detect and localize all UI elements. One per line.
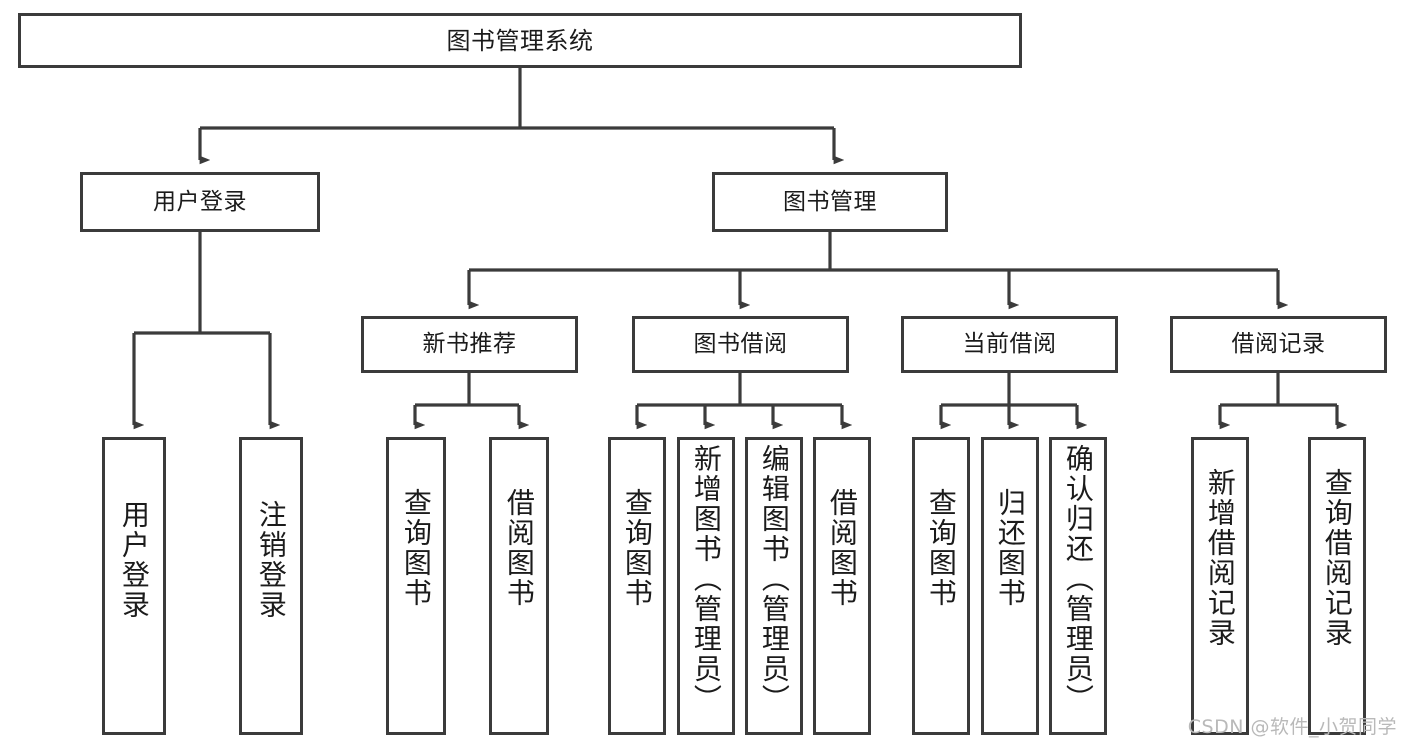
leaf-return-book[interactable]: 归还图书 [981,437,1039,735]
leaf-query-borrow-record[interactable]: 查询借阅记录 [1308,437,1366,735]
node-current-borrowing[interactable]: 当前借阅 [901,316,1118,373]
node-label: 新增图书（管理员） [689,444,723,714]
node-label: 借阅图书 [825,488,859,608]
node-label: 注销登录 [254,500,288,620]
leaf-logout[interactable]: 注销登录 [239,437,303,735]
leaf-query-book-current[interactable]: 查询图书 [912,437,970,735]
node-user-login[interactable]: 用户登录 [80,172,320,232]
leaf-add-book-admin[interactable]: 新增图书（管理员） [677,437,735,735]
node-label: 确认归还（管理员） [1061,444,1095,714]
leaf-borrow-book-borrowing[interactable]: 借阅图书 [813,437,871,735]
watermark-csdn: CSDN @软件_小贺同学 [1187,716,1397,738]
node-borrowing-record[interactable]: 借阅记录 [1170,316,1387,373]
leaf-add-borrow-record[interactable]: 新增借阅记录 [1191,437,1249,735]
node-label: 图书管理 [783,188,877,215]
node-new-book-recommendation[interactable]: 新书推荐 [361,316,578,373]
node-label: 查询图书 [620,488,654,608]
leaf-confirm-return-admin[interactable]: 确认归还（管理员） [1049,437,1107,735]
node-label: 当前借阅 [962,331,1057,357]
leaf-query-book-borrowing[interactable]: 查询图书 [608,437,666,735]
node-label: 查询图书 [924,488,958,608]
leaf-user-login[interactable]: 用户登录 [102,437,166,735]
leaf-borrow-book-recommendation[interactable]: 借阅图书 [489,437,549,735]
node-label: 编辑图书（管理员） [757,444,791,714]
node-book-management[interactable]: 图书管理 [712,172,948,232]
node-label: 用户登录 [117,500,151,620]
node-label: 查询图书 [399,488,433,608]
node-label: 图书借阅 [693,331,788,357]
node-book-borrowing[interactable]: 图书借阅 [632,316,849,373]
node-label: 新书推荐 [422,331,517,357]
node-label: 用户登录 [153,188,247,215]
node-label: 借阅图书 [502,488,536,608]
node-label: 图书管理系统 [446,26,594,55]
node-label: 归还图书 [993,488,1027,608]
node-label: 查询借阅记录 [1320,468,1354,648]
leaf-edit-book-admin[interactable]: 编辑图书（管理员） [745,437,803,735]
node-label: 新增借阅记录 [1203,468,1237,648]
leaf-query-book-recommendation[interactable]: 查询图书 [386,437,446,735]
node-root-book-management-system[interactable]: 图书管理系统 [18,13,1022,68]
node-label: 借阅记录 [1231,331,1326,357]
